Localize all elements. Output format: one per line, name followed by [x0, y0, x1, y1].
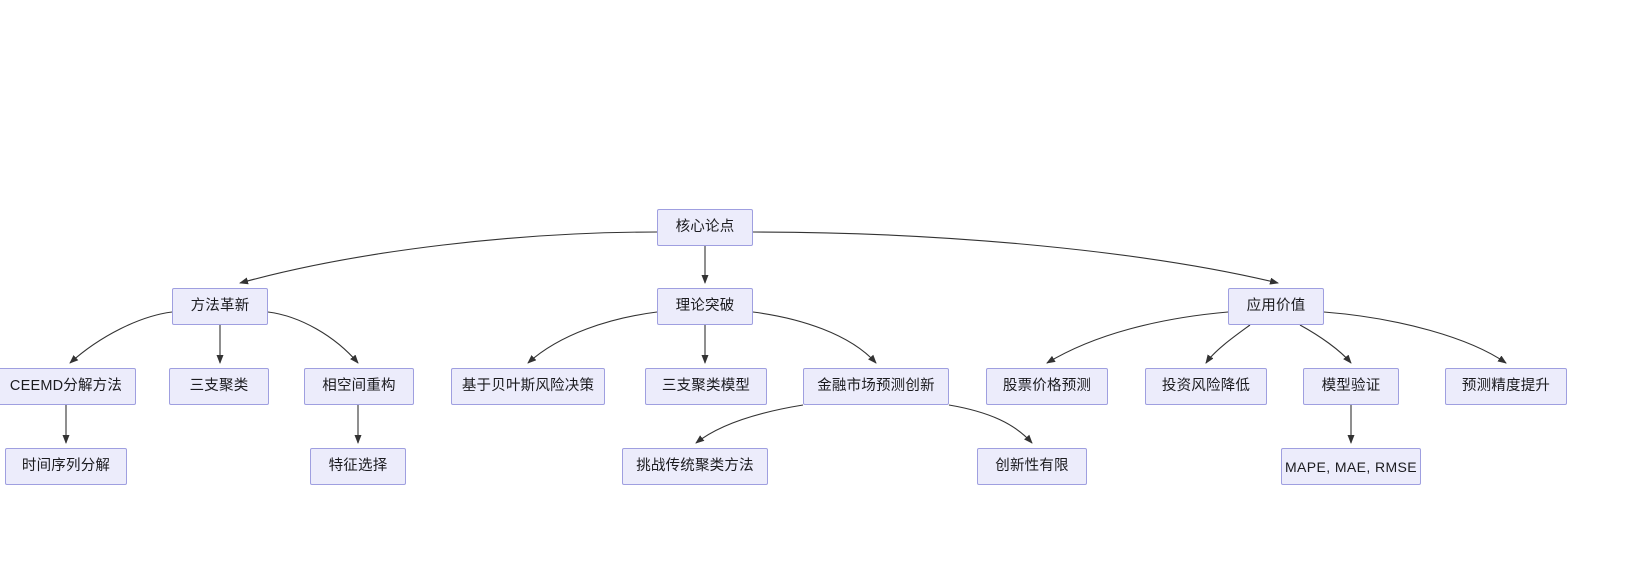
node-label: 时间序列分解 [21, 458, 111, 475]
node-l1a[interactable]: 方法革新 [172, 288, 268, 325]
node-l2i[interactable]: 模型验证 [1303, 368, 1399, 405]
edge-root-to-l1c [752, 231, 1279, 285]
edge-root-to-l1a [239, 231, 658, 285]
node-label: 基于贝叶斯风险决策 [461, 378, 595, 395]
node-label: 模型验证 [1321, 378, 1381, 395]
node-l2h[interactable]: 投资风险降低 [1145, 368, 1267, 405]
node-l2j[interactable]: 预测精度提升 [1445, 368, 1567, 405]
node-l3e[interactable]: MAPE, MAE, RMSE [1281, 448, 1421, 485]
edges [62, 231, 1507, 444]
edge-l1a-to-l2c [267, 311, 359, 364]
node-label: 理论突破 [675, 298, 735, 315]
node-l2b[interactable]: 三支聚类 [169, 368, 269, 405]
node-l2g[interactable]: 股票价格预测 [986, 368, 1108, 405]
node-label: 挑战传统聚类方法 [636, 458, 754, 475]
node-l3b[interactable]: 特征选择 [310, 448, 406, 485]
node-label: 投资风险降低 [1161, 378, 1251, 395]
node-l2e[interactable]: 三支聚类模型 [645, 368, 767, 405]
edge-l1a-to-l2a [69, 311, 173, 364]
node-label: CEEMD分解方法 [9, 378, 123, 395]
node-label: 三支聚类模型 [661, 378, 751, 395]
node-label: 三支聚类 [189, 378, 249, 395]
node-label: 应用价值 [1246, 298, 1306, 315]
node-l1b[interactable]: 理论突破 [657, 288, 753, 325]
node-l1c[interactable]: 应用价值 [1228, 288, 1324, 325]
edge-l2f-to-l3d [948, 404, 1033, 444]
node-label: 方法革新 [190, 298, 250, 315]
edge-l1b-to-l2f [752, 311, 877, 364]
node-l2c[interactable]: 相空间重构 [304, 368, 414, 405]
node-l2a[interactable]: CEEMD分解方法 [0, 368, 136, 405]
node-l3c[interactable]: 挑战传统聚类方法 [622, 448, 768, 485]
edge-l1c-to-l2i [1299, 324, 1352, 364]
node-l2d[interactable]: 基于贝叶斯风险决策 [451, 368, 605, 405]
edge-l1c-to-l2h [1205, 324, 1251, 364]
node-label: 预测精度提升 [1461, 378, 1551, 395]
edge-l1b-to-l2d [527, 311, 658, 364]
node-label: 核心论点 [675, 219, 735, 236]
edge-l2f-to-l3c [695, 404, 804, 444]
node-label: 相空间重构 [322, 378, 396, 395]
node-label: 创新性有限 [995, 458, 1069, 475]
node-l3d[interactable]: 创新性有限 [977, 448, 1087, 485]
node-label: 金融市场预测创新 [817, 378, 935, 395]
node-l2f[interactable]: 金融市场预测创新 [803, 368, 949, 405]
edge-l1c-to-l2j [1323, 311, 1507, 364]
node-label: 特征选择 [328, 458, 388, 475]
root-node[interactable]: 核心论点 [657, 209, 753, 246]
node-label: 股票价格预测 [1002, 378, 1092, 395]
edge-l1c-to-l2g [1046, 311, 1229, 364]
node-label: MAPE, MAE, RMSE [1284, 458, 1418, 475]
node-l3a[interactable]: 时间序列分解 [5, 448, 127, 485]
